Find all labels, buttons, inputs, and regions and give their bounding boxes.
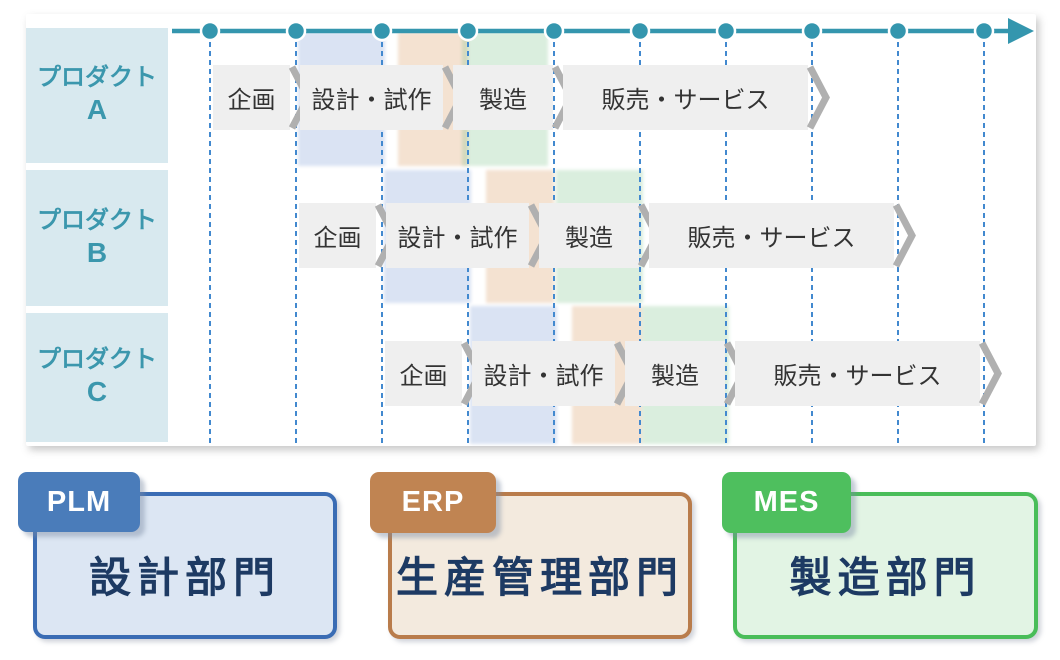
- stage-chevron: 製造: [539, 203, 639, 268]
- timeline-gridline: [639, 42, 641, 444]
- stage-chevron: 製造: [453, 65, 553, 130]
- erp-department-box: 生産管理部門: [388, 492, 692, 639]
- stage-chevron: 設計・試作: [386, 203, 529, 268]
- mes-department-box: 製造部門: [733, 492, 1038, 639]
- department-name: 設計部門: [88, 554, 281, 601]
- stage-chevron: 販売・サービス: [563, 65, 808, 130]
- timeline-gridline: [381, 42, 383, 444]
- department-card-erp: 生産管理部門 ERP: [370, 472, 693, 640]
- mes-tag: MES: [722, 472, 851, 533]
- stage-chevron: 販売・サービス: [735, 341, 980, 406]
- timeline-gridline: [295, 42, 297, 444]
- chevron-separator-icon: [806, 65, 830, 130]
- product-label-text: プロダクト: [37, 206, 157, 234]
- plm-tag: PLM: [18, 472, 140, 532]
- product-variant: A: [86, 94, 108, 126]
- product-label-text: プロダクト: [37, 346, 157, 374]
- stage-chevron: 企画: [299, 203, 376, 268]
- stage-chevron: 設計・試作: [472, 341, 615, 406]
- stage-chevron: 製造: [625, 341, 725, 406]
- chevron-separator-icon: [892, 203, 916, 268]
- stage-chevron: 企画: [385, 341, 462, 406]
- department-name: 生産管理部門: [395, 554, 684, 601]
- chevron-separator-icon: [978, 341, 1002, 406]
- department-name: 製造部門: [789, 554, 982, 601]
- stage-chevron: 販売・サービス: [649, 203, 894, 268]
- erp-tag: ERP: [370, 472, 496, 533]
- department-card-mes: 製造部門 MES: [722, 472, 1042, 640]
- timeline-gridline: [983, 42, 985, 444]
- product-label-text: プロダクト: [37, 64, 157, 92]
- department-card-plm: 設計部門 PLM: [18, 472, 338, 640]
- timeline-gridline: [209, 42, 211, 444]
- product-variant: B: [86, 236, 108, 268]
- timeline-gridline: [897, 42, 899, 444]
- timeline-arrow: [126, 14, 1038, 53]
- stage-chevron: 企画: [213, 65, 290, 130]
- stage-chevron: 設計・試作: [300, 65, 443, 130]
- product-variant: C: [86, 376, 108, 408]
